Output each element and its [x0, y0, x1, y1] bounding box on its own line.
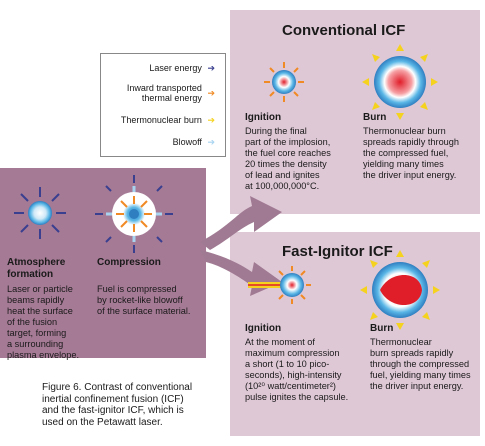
fast-ignitor-burn-heading: Burn: [370, 323, 394, 334]
fast-ignitor-ignition-diagram: [248, 266, 311, 304]
legend-item: Blowoff ➔: [172, 136, 215, 147]
fast-ignitor-panel: [230, 232, 480, 436]
arrow-right-icon: ➔: [207, 114, 215, 125]
conventional-burn-text: Thermonuclear burn spreads rapidly throu…: [363, 126, 460, 180]
fast-ignitor-title: Fast-Ignitor ICF: [282, 243, 393, 260]
conventional-panel: [230, 10, 480, 214]
fast-ignitor-burn-text: Thermonuclear burn spreads rapidly throu…: [370, 337, 471, 391]
conventional-burn-heading: Burn: [363, 112, 387, 123]
fast-ignitor-burn-diagram: [360, 250, 440, 330]
conventional-ignition-diagram: [264, 62, 304, 102]
conventional-title: Conventional ICF: [282, 22, 406, 39]
compression-text: Fuel is compressed by rocket-like blowof…: [97, 284, 191, 316]
arrow-right-icon: ➔: [207, 87, 215, 98]
conventional-ignition-heading: Ignition: [245, 112, 282, 123]
legend-item: Laser energy ➔: [149, 62, 215, 73]
left-panel: [0, 168, 206, 358]
fast-ignitor-ignition-heading: Ignition: [245, 323, 282, 334]
conventional-burn-diagram: [362, 44, 438, 120]
fast-ignitor-ignition-text: At the moment of maximum compression a s…: [245, 337, 349, 402]
atmosphere-text: Laser or particle beams rapidly heat the…: [7, 284, 80, 360]
arrow-right-icon: ➔: [207, 136, 215, 147]
compression-diagram: [95, 175, 173, 253]
compression-heading: Compression: [97, 257, 161, 268]
figure-caption: Figure 6. Contrast of conventional inert…: [42, 382, 193, 428]
arrow-right-icon: ➔: [207, 62, 215, 73]
legend-item: Thermonuclear burn ➔: [120, 114, 215, 125]
conventional-ignition-text: During the final part of the implosion, …: [245, 126, 331, 191]
atmosphere-diagram: [14, 187, 66, 239]
atmosphere-heading: Atmosphere formation: [7, 257, 66, 280]
